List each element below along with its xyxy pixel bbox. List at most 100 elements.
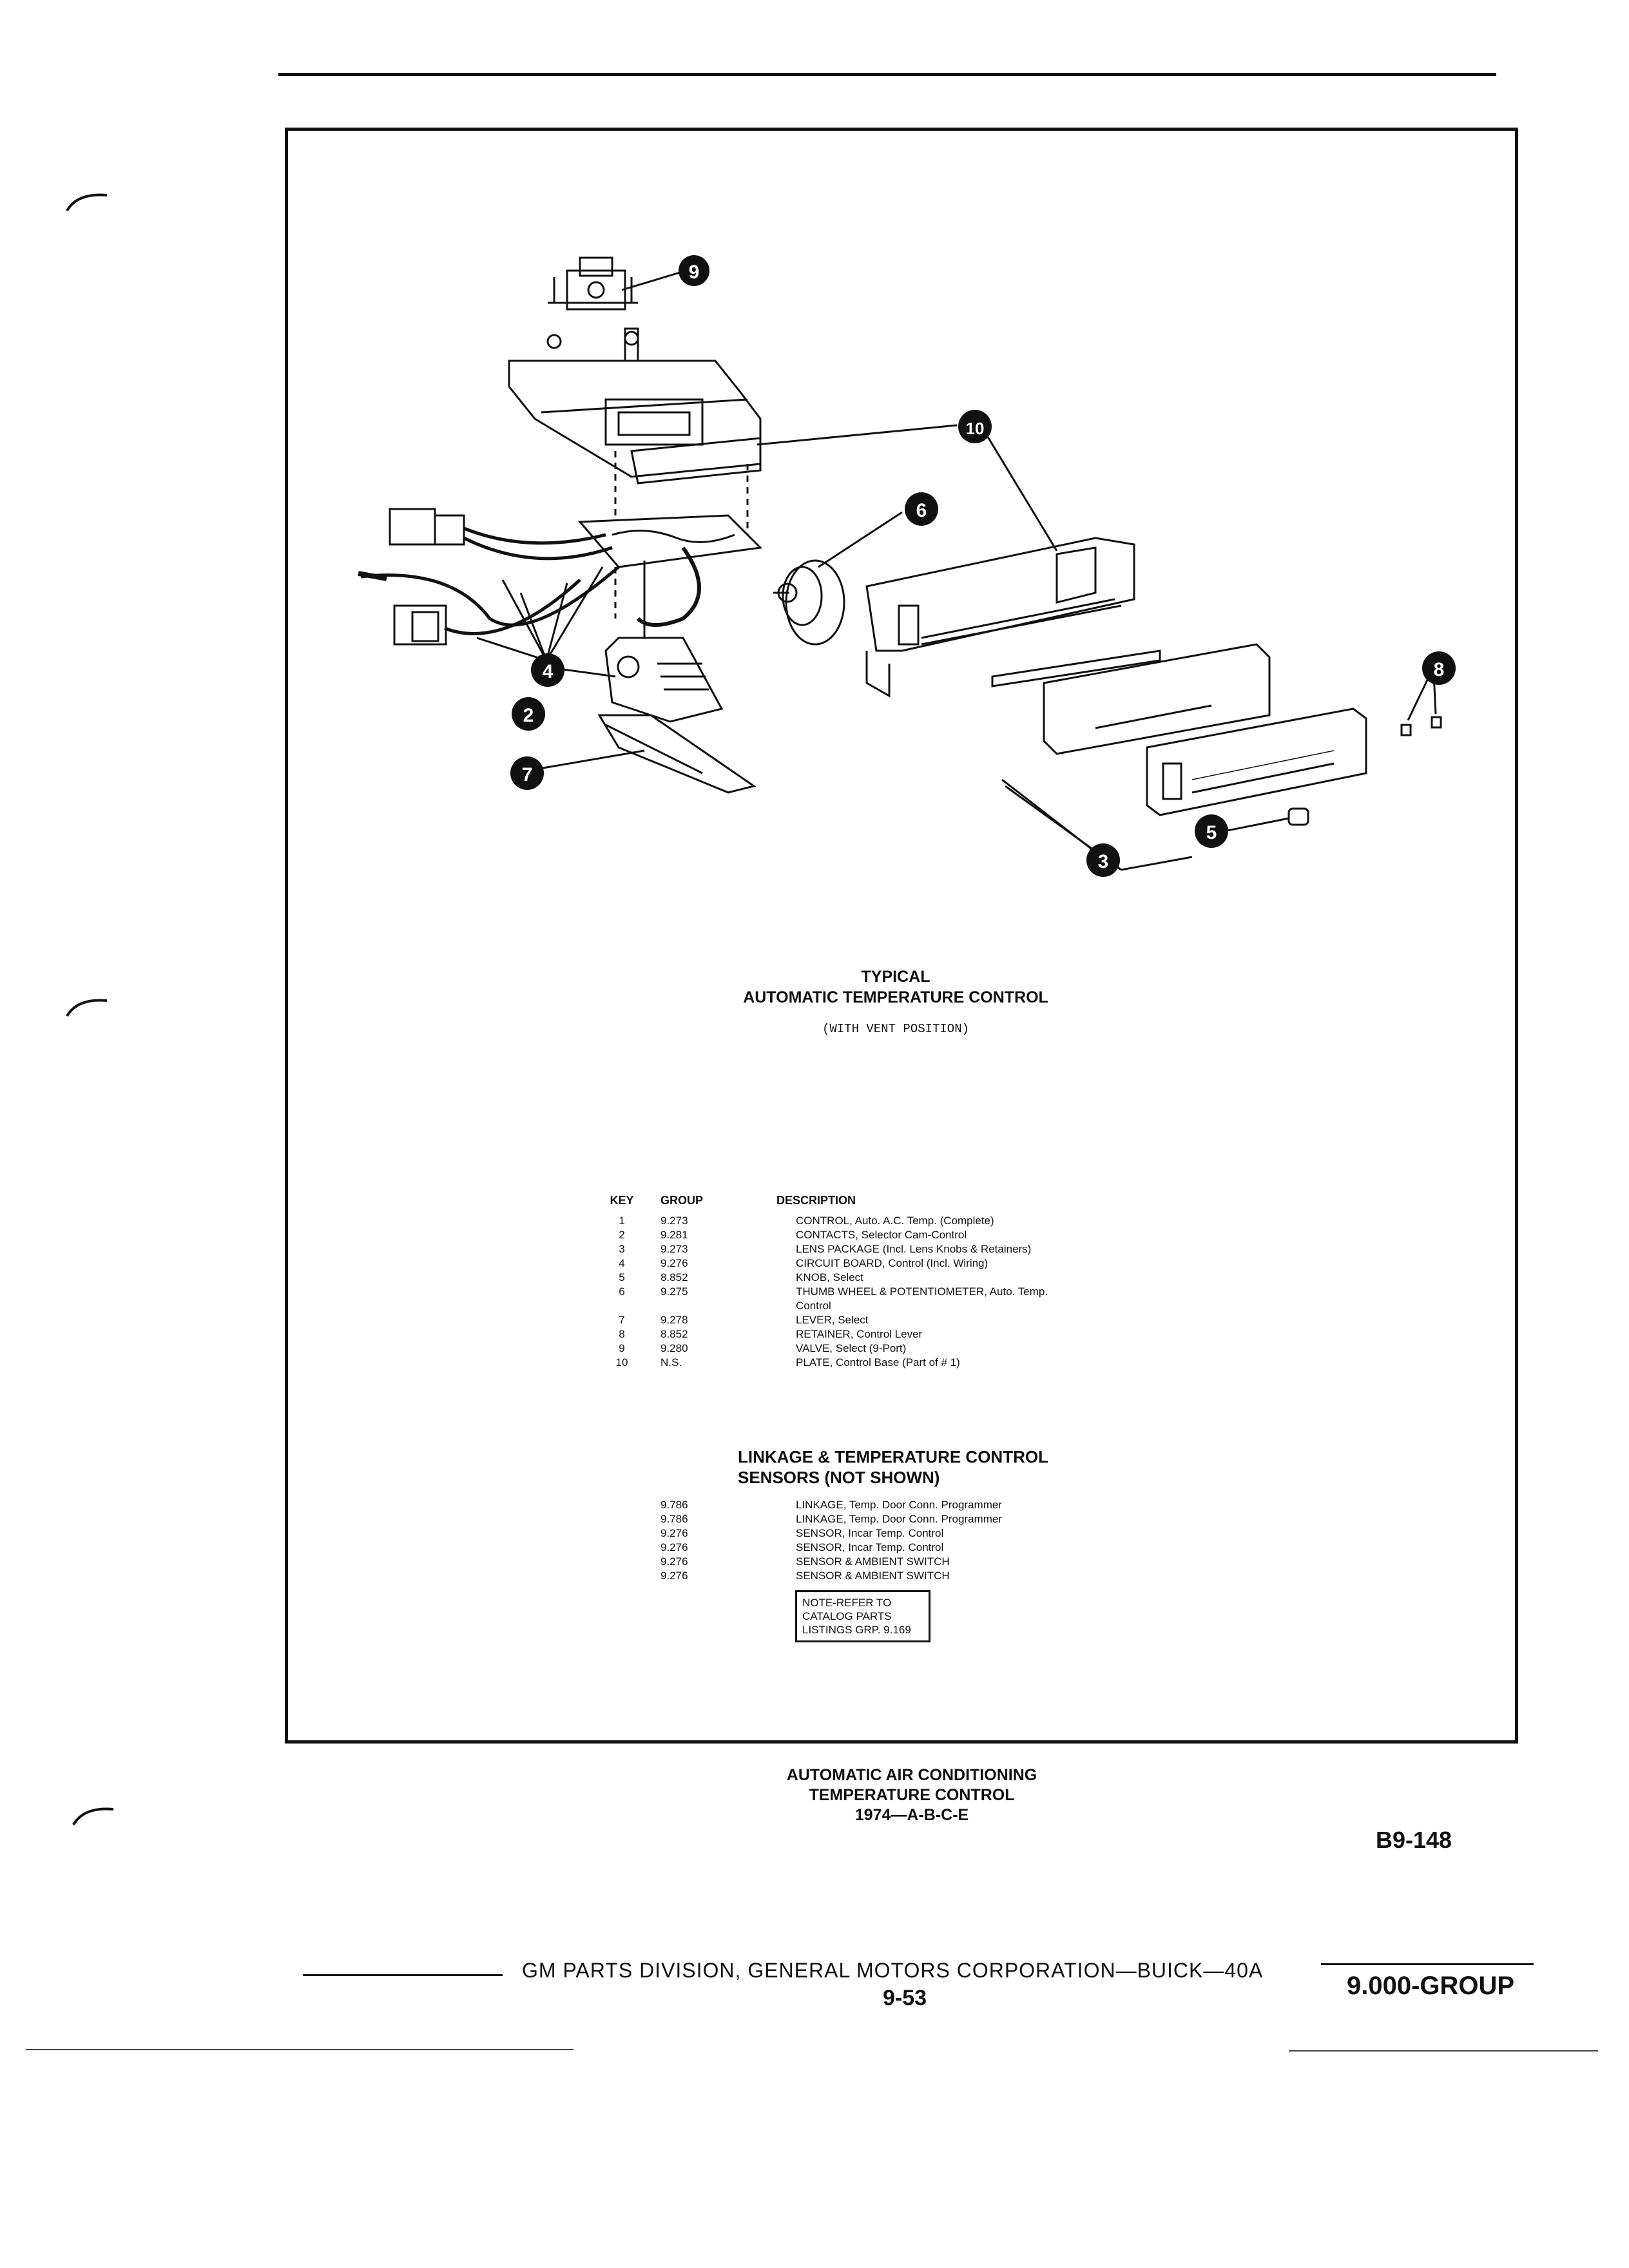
header-description: DESCRIPTION xyxy=(776,1194,856,1207)
row-group: 9.281 xyxy=(660,1229,688,1241)
header-key: KEY xyxy=(610,1194,634,1207)
svg-text:8: 8 xyxy=(1434,659,1445,680)
row-description: CIRCUIT BOARD, Control (Incl. Wiring) xyxy=(796,1257,988,1269)
svg-text:10: 10 xyxy=(966,419,985,438)
row-description: VALVE, Select (9-Port) xyxy=(796,1342,907,1354)
row-description: PLATE, Control Base (Part of # 1) xyxy=(796,1356,960,1369)
bottom-edge-rule xyxy=(26,2049,574,2050)
bottom-caption-line-2: TEMPERATURE CONTROL xyxy=(809,1786,1015,1804)
row-key: 5 xyxy=(619,1271,625,1283)
note-line-3: LISTINGS GRP. 9.169 xyxy=(802,1624,911,1636)
row-description: SENSOR, Incar Temp. Control xyxy=(796,1527,944,1539)
note-box: NOTE-REFER TO CATALOG PARTS LISTINGS GRP… xyxy=(795,1590,930,1642)
figure-caption: TYPICAL AUTOMATIC TEMPERATURE CONTROL (W… xyxy=(670,966,1121,1039)
row-group: 9.276 xyxy=(660,1570,688,1582)
parts-table: KEY GROUP DESCRIPTION 1 9.273 CONTROL, Aut… xyxy=(596,1193,1112,1370)
row-group: 9.276 xyxy=(660,1555,688,1568)
front-housing-part xyxy=(865,537,1135,698)
callout-4: 4 xyxy=(531,653,564,687)
row-description: THUMB WHEEL & POTENTIOMETER, Auto. Temp. xyxy=(796,1285,1048,1298)
callout-3: 3 xyxy=(1086,843,1120,877)
footer-page-number: 9-53 xyxy=(883,1986,927,2010)
row-key: 4 xyxy=(619,1257,625,1269)
figure-id: B9-148 xyxy=(1376,1827,1452,1853)
valve-part xyxy=(548,256,638,311)
retainer-part xyxy=(1431,716,1442,729)
callout-5: 5 xyxy=(1195,814,1228,848)
lens-face-part xyxy=(1146,707,1367,816)
caption-line-2: AUTOMATIC TEMPERATURE CONTROL xyxy=(743,988,1048,1006)
row-description: LEVER, Select xyxy=(796,1314,869,1326)
linkage-title: LINKAGE & TEMPERATURE CONTROL SENSORS (N… xyxy=(738,1446,1048,1488)
thumb-wheel-part xyxy=(773,559,845,646)
lens-plate-part xyxy=(1043,643,1271,755)
table-row: 4 9.276 CIRCUIT BOARD, Control (Incl. Wiri… xyxy=(596,1256,1112,1271)
table-row: 1 9.273 CONTROL, Auto. A.C. Temp. (Complet… xyxy=(596,1214,1112,1228)
row-group: 9.273 xyxy=(660,1215,688,1227)
header-group: GROUP xyxy=(660,1194,704,1207)
exploded-diagram: 9 10 6 4 2 7 8 5 3 xyxy=(358,255,1456,877)
svg-text:4: 4 xyxy=(543,661,554,682)
linkage-title-line-2: SENSORS (NOT SHOWN) xyxy=(738,1468,940,1487)
table-row: 9.276 SENSOR & AMBIENT SWITCH xyxy=(596,1555,1112,1569)
callout-7: 7 xyxy=(510,756,544,790)
row-key xyxy=(596,1299,648,1313)
svg-text:9: 9 xyxy=(689,262,700,283)
row-key: 10 xyxy=(615,1356,628,1369)
footer-company: GM PARTS DIVISION, GENERAL MOTORS CORPOR… xyxy=(522,1959,1264,1982)
callout-2: 2 xyxy=(512,697,545,731)
row-description: LENS PACKAGE (Incl. Lens Knobs & Retaine… xyxy=(796,1243,1032,1255)
select-lever-part xyxy=(597,714,757,794)
row-group: 9.276 xyxy=(660,1527,688,1539)
row-group: 8.852 xyxy=(660,1271,688,1283)
row-group: 9.275 xyxy=(660,1285,688,1298)
row-group: 9.273 xyxy=(660,1243,688,1255)
svg-text:6: 6 xyxy=(916,500,927,521)
knob-part xyxy=(1287,807,1309,826)
cam-contacts-part xyxy=(604,637,724,723)
row-description: SENSOR, Incar Temp. Control xyxy=(796,1541,944,1553)
svg-text:7: 7 xyxy=(522,764,533,785)
row-description: SENSOR & AMBIENT SWITCH xyxy=(796,1570,950,1582)
row-group: 9.278 xyxy=(660,1314,688,1326)
row-key: 3 xyxy=(619,1243,625,1255)
row-description: LINKAGE, Temp. Door Conn. Programmer xyxy=(796,1513,1002,1525)
note-line-2: CATALOG PARTS xyxy=(802,1610,892,1622)
bottom-caption-line-3: 1974—A-B-C-E xyxy=(854,1806,969,1824)
row-group: N.S. xyxy=(660,1356,682,1369)
binder-mark-icon xyxy=(72,1807,114,1826)
row-description: CONTROL, Auto. A.C. Temp. (Complete) xyxy=(796,1215,994,1227)
footer-rule-left xyxy=(303,1974,503,1976)
caption-line-1: TYPICAL xyxy=(861,968,930,986)
linkage-title-line-1: LINKAGE & TEMPERATURE CONTROL xyxy=(738,1447,1048,1466)
bottom-caption-line-1: AUTOMATIC AIR CONDITIONING xyxy=(786,1766,1037,1784)
row-description: SENSOR & AMBIENT SWITCH xyxy=(796,1555,950,1568)
callout-8: 8 xyxy=(1422,651,1456,685)
row-group: 9.276 xyxy=(660,1541,688,1553)
row-key xyxy=(596,1498,648,1512)
callout-10: 10 xyxy=(958,410,992,443)
bottom-edge-rule xyxy=(1289,2050,1598,2052)
table-row: 3 9.273 LENS PACKAGE (Incl. Lens Knobs & R… xyxy=(596,1242,1112,1256)
callout-6: 6 xyxy=(905,492,938,526)
footer-group: 9.000-GROUP xyxy=(1347,1972,1515,2000)
row-group xyxy=(648,1299,776,1313)
base-plate-part xyxy=(508,327,762,619)
table-header: KEY GROUP DESCRIPTION xyxy=(596,1193,1112,1207)
wire-harness-part xyxy=(358,508,701,646)
row-key xyxy=(596,1512,648,1526)
figure-frame xyxy=(285,128,1518,1744)
binder-mark-icon xyxy=(66,999,108,1017)
table-row: Control xyxy=(596,1299,1112,1313)
svg-text:3: 3 xyxy=(1098,851,1109,872)
row-group: 9.786 xyxy=(660,1499,688,1511)
row-key: 8 xyxy=(619,1328,625,1340)
bottom-caption: AUTOMATIC AIR CONDITIONING TEMPERATURE C… xyxy=(702,1765,1121,1825)
row-key xyxy=(596,1526,648,1541)
row-group: 9.276 xyxy=(660,1257,688,1269)
row-key: 1 xyxy=(619,1215,625,1227)
retainer-strip-part xyxy=(991,649,1161,687)
